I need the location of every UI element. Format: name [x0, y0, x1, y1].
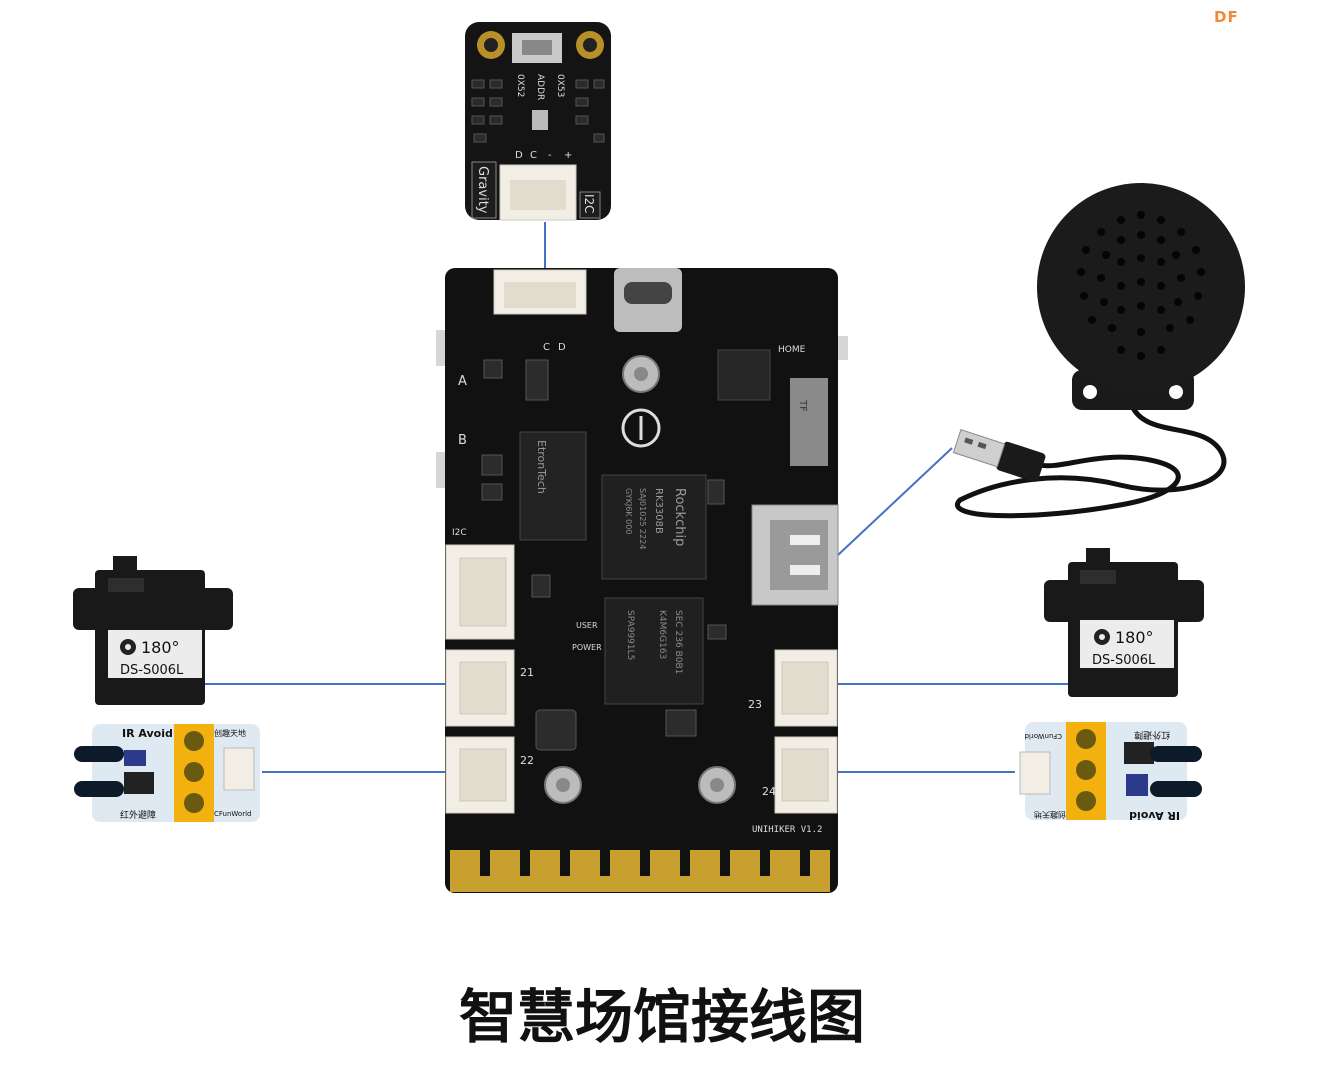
servo-left-angle: 180°: [141, 638, 180, 657]
servo-right-label: [1080, 620, 1174, 668]
speaker-holes: [1077, 211, 1205, 360]
soc-code-1: SAJ01025 2224: [638, 488, 647, 549]
ir-left-title: IR Avoid: [122, 727, 173, 740]
pin-label-21: 21: [520, 666, 534, 679]
connector-p22: [445, 736, 515, 814]
ir-right-connector: [1019, 751, 1051, 795]
ir-right-title: IR Avoid: [1129, 809, 1180, 822]
soc-chip: [601, 474, 707, 580]
board-silkscreen: UNIHIKER V1.2: [752, 825, 822, 835]
servo-left-tab: [73, 588, 233, 630]
servo-right: 180° DS-S006L: [1044, 548, 1204, 697]
port-label-i2c: I2C: [452, 528, 467, 538]
speaker-grille: [1037, 183, 1245, 391]
pin-label-minus: -: [548, 150, 552, 161]
ir-left-cn-bottom: 红外避障: [120, 809, 156, 821]
connector-p21: [445, 649, 515, 727]
ir-right-cn-bottom: 红外避障: [1134, 729, 1170, 741]
watermark-logo: DF: [1214, 8, 1239, 26]
ir-left-chip: [124, 772, 154, 794]
led-power-label: POWER: [572, 643, 602, 652]
pin-label-22: 22: [520, 754, 534, 767]
ir-left-connector: [223, 747, 255, 791]
ir-left-brand: CFunWorld: [214, 810, 251, 818]
ir-module-left: IR Avoid 创趣天地 红外避障 CFunWorld: [74, 724, 260, 822]
connector-p23: [774, 649, 838, 727]
servo-left: 180° DS-S006L: [73, 556, 233, 705]
buzzer: [535, 709, 577, 751]
addr-b-label: 0X53: [555, 74, 565, 97]
sensor-chip: [532, 110, 548, 130]
servo-left-label: [108, 630, 202, 678]
board-pin-d: D: [558, 342, 566, 353]
speaker-cable: [955, 399, 1227, 519]
addr-a-label: 0X52: [515, 74, 525, 97]
i2c-sensor-module: 0X52 ADDR 0X53 D C - + Gravity I2C: [465, 22, 611, 221]
ir-right-emitter: [1150, 746, 1202, 762]
wiring-diagram: 0X52 ADDR 0X53 D C - + Gravity I2C: [73, 22, 1245, 893]
ir-right-brand: CFunWorld: [1025, 732, 1062, 740]
diagram-title: 智慧场馆接线图: [458, 983, 865, 1051]
servo-right-tab: [1044, 580, 1204, 622]
flash-code-3: SPA9991L5: [625, 610, 635, 660]
connector-i2c-left: [445, 544, 515, 640]
ir-module-right: IR Avoid 创趣天地 红外避障 CFunWorld: [1019, 722, 1202, 822]
ir-right-receiver: [1150, 781, 1202, 797]
connector-p24: [774, 736, 838, 814]
home-label: HOME: [778, 345, 806, 355]
wifi-chip: [717, 349, 771, 401]
gravity-label: Gravity: [475, 166, 490, 214]
flash-code-1: SEC 236 B0B1: [673, 610, 683, 674]
led-user-label: USER: [576, 621, 598, 630]
pin-label-24: 24: [762, 785, 776, 798]
ir-left-receiver: [74, 781, 124, 797]
addr-label: ADDR: [535, 74, 545, 100]
ram-chip: [519, 431, 587, 541]
usb-plug-body: [996, 441, 1046, 482]
ram-brand: EtronTech: [535, 440, 548, 494]
soc-code-2: GYKJ6K 000: [624, 488, 633, 534]
pin-label-23: 23: [748, 698, 762, 711]
servo-left-model: DS-S006L: [120, 663, 184, 678]
flash-chip: [604, 597, 704, 705]
board-logo-icon: [621, 408, 661, 448]
usb-speaker: [952, 183, 1245, 519]
pin-label-d: D: [515, 150, 523, 161]
pin-label-plus: +: [564, 150, 572, 161]
ir-right-chip: [1124, 742, 1154, 764]
soc-brand: Rockchip: [672, 488, 687, 546]
wires: [205, 222, 1070, 773]
flash-code-2: K4M6G163: [657, 610, 667, 659]
sd-card-slot: [790, 378, 828, 466]
port-label-b: B: [458, 433, 467, 448]
port-label-a: A: [458, 374, 467, 389]
sd-label: TF: [797, 399, 808, 412]
pin-label-c: C: [530, 150, 537, 161]
ir-left-emitter: [74, 746, 124, 762]
soc-model: RK3308B: [653, 488, 664, 534]
ir-left-cn-top: 创趣天地: [214, 728, 246, 738]
wire-usb-speaker: [837, 447, 953, 556]
unihiker-board: C D A B I2C HOME EtronTech Rockchip RK33…: [436, 268, 848, 893]
servo-right-angle: 180°: [1115, 628, 1154, 647]
i2c-bus-label: I2C: [582, 194, 596, 214]
board-pin-c: C: [543, 342, 550, 353]
servo-right-model: DS-S006L: [1092, 653, 1156, 668]
ir-right-cn-top: 创趣天地: [1034, 810, 1066, 820]
usb-plug-metal: [952, 429, 1006, 468]
